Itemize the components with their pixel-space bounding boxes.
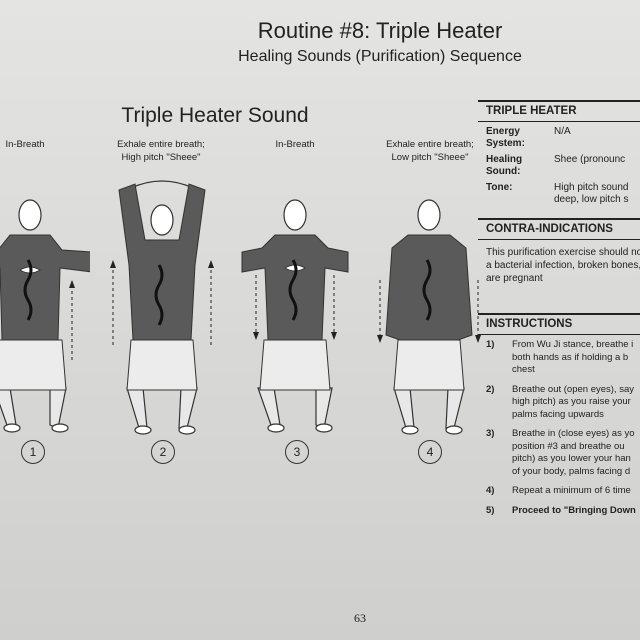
figure-4-number: 4 bbox=[418, 440, 442, 464]
step-line: From Wu Ji stance, breathe i bbox=[512, 339, 634, 350]
instruction-step: 5) Proceed to "Bringing Down bbox=[486, 505, 640, 518]
step-line: both hands as if holding a b bbox=[512, 351, 629, 363]
step-number: 4) bbox=[486, 485, 495, 496]
tone-value: High pitch sound deep, low pitch s bbox=[554, 182, 629, 206]
figure-2-caption-line1: Exhale entire breath; bbox=[117, 139, 205, 150]
page-number: 63 bbox=[354, 611, 366, 625]
instructions-panel: INSTRUCTIONS 1) From Wu Ji stance, breat… bbox=[478, 313, 640, 524]
figure-3-caption: In-Breath bbox=[240, 138, 350, 151]
figure-1-caption-line1: In-Breath bbox=[5, 139, 45, 150]
contra-line: a bacterial infection, broken bones, bbox=[486, 260, 640, 271]
instruction-step: 1) From Wu Ji stance, breathe i both han… bbox=[486, 339, 640, 377]
contra-line: This purification exercise should no bbox=[486, 247, 640, 258]
step-text: Breathe out (open eyes), say high pitch)… bbox=[512, 384, 634, 422]
figure-4-caption-line2: Low pitch "Sheee" bbox=[391, 152, 469, 163]
page-title: Routine #8: Triple Heater bbox=[257, 18, 503, 43]
healing-sound-row: Healing Sound: Shee (pronounc bbox=[486, 154, 640, 178]
step-number: 2) bbox=[486, 383, 495, 395]
step-line: position #3 and breathe ou bbox=[512, 440, 625, 452]
contra-indications-header: CONTRA-INDICATIONS bbox=[478, 218, 640, 240]
figure-3-caption-line1: In-Breath bbox=[275, 139, 315, 150]
triple-heater-panel: TRIPLE HEATER Energy System: N/A Healing… bbox=[478, 100, 640, 206]
step-line: Breathe in (close eyes) as yo bbox=[512, 428, 635, 439]
energy-system-label: Energy System: bbox=[486, 126, 525, 149]
figure-2-caption-line2: High pitch "Sheee" bbox=[121, 152, 201, 163]
step-line: palms facing upwards bbox=[512, 408, 604, 420]
contra-indications-text: This purification exercise should no a b… bbox=[478, 240, 640, 285]
step-number: 3) bbox=[486, 428, 495, 439]
figure-1-illustration bbox=[0, 199, 90, 433]
page-subtitle: Healing Sounds (Purification) Sequence bbox=[238, 48, 522, 65]
contra-indications-panel: CONTRA-INDICATIONS This purification exe… bbox=[478, 218, 640, 285]
step-number: 1) bbox=[486, 339, 495, 350]
section-title: Triple Heater Sound bbox=[121, 104, 309, 127]
figure-4-caption: Exhale entire breath; Low pitch "Sheee" bbox=[375, 138, 485, 164]
step-text: Repeat a minimum of 6 time bbox=[512, 485, 631, 496]
step-text: From Wu Ji stance, breathe i both hands … bbox=[512, 339, 633, 377]
figure-4-illustration bbox=[377, 199, 481, 435]
instruction-step: 3) Breathe in (close eyes) as yo positio… bbox=[486, 428, 640, 478]
figure-2-number: 2 bbox=[151, 440, 175, 464]
step-number: 5) bbox=[486, 504, 495, 516]
step-line: pitch) as you lower your han bbox=[512, 453, 631, 464]
figure-4-caption-line1: Exhale entire breath; bbox=[386, 139, 474, 150]
tone-value-line2: deep, low pitch s bbox=[554, 194, 629, 205]
instruction-step: 2) Breathe out (open eyes), say high pit… bbox=[486, 384, 640, 422]
contra-line: are pregnant bbox=[486, 273, 543, 284]
healing-sound-label: Healing Sound: bbox=[486, 154, 523, 177]
figure-3-illustration bbox=[241, 199, 349, 433]
figure-2-illustration bbox=[110, 180, 214, 435]
figure-1-caption: In-Breath bbox=[0, 138, 80, 151]
instructions-list: 1) From Wu Ji stance, breathe i both han… bbox=[478, 335, 640, 517]
step-line: high pitch) as you raise your bbox=[512, 396, 631, 407]
instruction-step: 4) Repeat a minimum of 6 time bbox=[486, 485, 640, 498]
healing-sound-value: Shee (pronounc bbox=[554, 154, 626, 165]
tone-row: Tone: High pitch sound deep, low pitch s bbox=[486, 182, 640, 206]
figure-1-number: 1 bbox=[21, 440, 45, 464]
figure-3-number: 3 bbox=[285, 440, 309, 464]
step-line: Breathe out (open eyes), say bbox=[512, 383, 634, 395]
figure-2-caption: Exhale entire breath; High pitch "Sheee" bbox=[106, 138, 216, 164]
instructions-header: INSTRUCTIONS bbox=[478, 313, 640, 335]
step-text: Proceed to "Bringing Down bbox=[512, 504, 636, 516]
step-text: Breathe in (close eyes) as yo position #… bbox=[512, 428, 635, 478]
step-line: of your body, palms facing d bbox=[512, 465, 631, 477]
tone-value-line1: High pitch sound bbox=[554, 182, 629, 193]
step-line: chest bbox=[512, 364, 535, 375]
tone-label: Tone: bbox=[486, 182, 513, 193]
energy-system-value: N/A bbox=[554, 126, 571, 137]
triple-heater-header: TRIPLE HEATER bbox=[478, 100, 640, 122]
energy-system-row: Energy System: N/A bbox=[486, 126, 640, 150]
